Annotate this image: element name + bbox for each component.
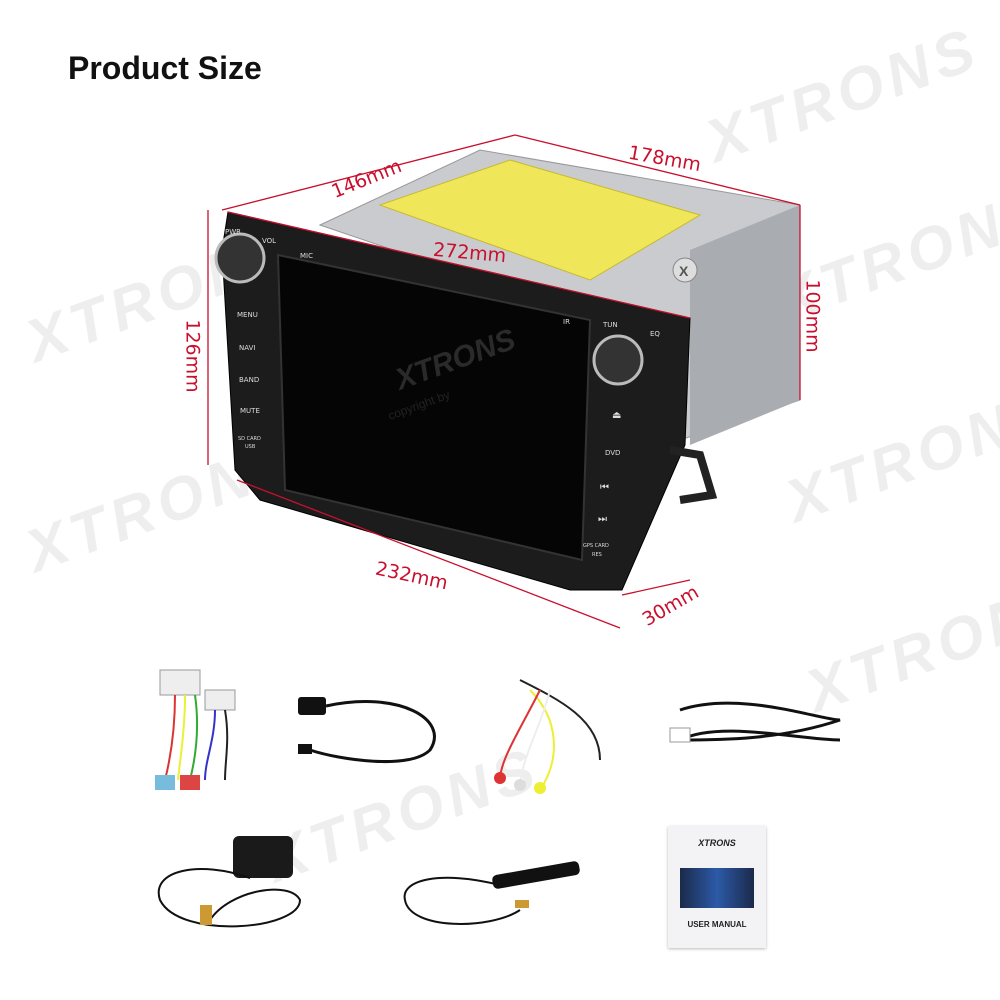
label-ir: IR bbox=[563, 318, 570, 326]
button-usb[interactable]: USB bbox=[245, 444, 256, 450]
rca-harness-image bbox=[494, 679, 601, 794]
gps-antenna-image bbox=[157, 836, 302, 928]
extension-cable-image bbox=[669, 701, 841, 743]
page-title: Product Size bbox=[68, 50, 262, 86]
label-mic: MIC bbox=[300, 252, 313, 260]
power-harness-image bbox=[155, 669, 236, 790]
button-band[interactable]: BAND bbox=[239, 376, 259, 384]
manual-title: USER MANUAL bbox=[687, 920, 747, 929]
button-gps-card[interactable]: GPS CARD bbox=[583, 543, 609, 549]
button-prev[interactable]: ⏮ bbox=[600, 482, 609, 493]
dab-antenna-image bbox=[403, 861, 580, 925]
screen bbox=[276, 253, 592, 562]
button-navi[interactable]: NAVI bbox=[239, 344, 255, 352]
label-eq: EQ bbox=[650, 330, 660, 338]
user-manual: XTRONS USER MANUAL bbox=[668, 826, 766, 948]
chassis-side bbox=[690, 205, 800, 445]
tune-knob bbox=[592, 334, 644, 386]
manual-screen-image bbox=[680, 868, 754, 908]
warning-label bbox=[378, 159, 702, 281]
volume-knob bbox=[214, 232, 266, 284]
label-vol: VOL bbox=[262, 237, 276, 245]
usb-cable-image bbox=[298, 697, 436, 764]
button-sd-card[interactable]: SD CARD bbox=[238, 436, 261, 442]
dimension-lines bbox=[207, 134, 801, 629]
mount-bracket bbox=[669, 446, 718, 504]
manual-brand: XTRONS bbox=[698, 838, 736, 848]
button-next[interactable]: ⏭ bbox=[598, 514, 607, 525]
button-menu[interactable]: MENU bbox=[237, 311, 258, 319]
button-eject[interactable]: ⏏ bbox=[612, 410, 621, 421]
label-tun: TUN bbox=[602, 321, 618, 329]
x-logo-icon bbox=[672, 257, 698, 283]
button-dvd[interactable]: DVD bbox=[605, 449, 620, 457]
button-mute[interactable]: MUTE bbox=[240, 407, 260, 415]
button-res[interactable]: RES bbox=[592, 552, 602, 558]
svg-text:X: X bbox=[679, 263, 689, 279]
label-pwr: PWR bbox=[225, 228, 241, 236]
